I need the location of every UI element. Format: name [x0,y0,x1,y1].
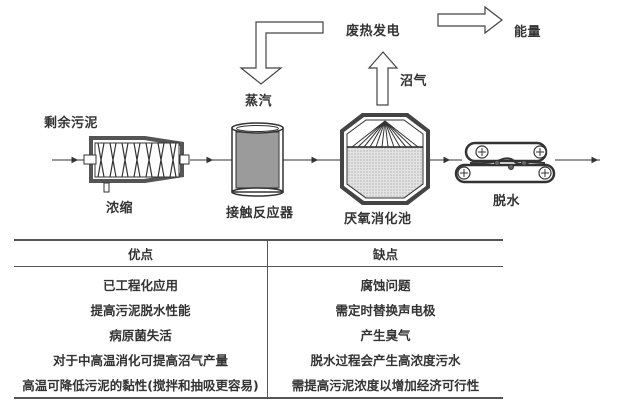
pro-cell: 病原菌失活 [14,322,268,347]
thickener-icon [83,136,190,193]
flow-arrow-icon [311,156,319,164]
waste-heat-label: 废热发电 [346,24,401,39]
pro-cell: 对于中高温消化可提高沼气产量 [14,347,268,372]
pro-cell: 高温可降低污泥的黏性(搅拌和抽吸更容易) [14,372,268,398]
energy-label: 能量 [514,25,542,40]
flow-arrow-icon [71,156,79,164]
stage-label-thickening: 浓缩 [106,201,134,216]
con-cell: 腐蚀问题 [360,278,411,293]
pro-cell: 提高污泥脱水性能 [14,297,268,322]
biogas-label: 沼气 [400,74,428,89]
table-row: 对于中高温消化可提高沼气产量 脱水过程会产生高浓度污水 [14,347,503,372]
stage-label-anaerobic-digester: 厌氧消化池 [344,212,412,227]
anaerobic-digester-icon [340,113,430,205]
table-row: 已工程化应用 腐蚀问题 [14,266,503,297]
con-cell: 脱水过程会产生高浓度污水 [310,353,461,368]
steam-label: 蒸汽 [245,94,273,109]
header-pros: 优点 [14,240,268,267]
pro-cell: 已工程化应用 [14,266,268,297]
contact-reactor-icon [231,122,284,197]
table-row: 病原菌失活 产生臭气 [14,322,503,347]
pros-cons-table: 优点 缺点 已工程化应用 腐蚀问题 提高污泥脱水性能 需定时替换声电极 病原菌失… [14,239,503,399]
process-flow-svg [52,5,600,205]
table-header-row: 优点 缺点 [14,240,503,267]
steam-arrow-icon [239,21,324,85]
flow-arrow-icon [443,156,451,164]
process-diagram: 剩余污泥 浓缩 接触反应器 厌氧消化池 脱水 蒸汽 废热发电 能量 沼气 [44,5,600,227]
energy-arrow-icon [437,5,503,35]
biogas-arrow-icon [367,51,399,106]
stage-label-dewatering: 脱水 [493,194,521,209]
con-cell: 需定时替换声电极 [335,303,436,318]
table-row: 高温可降低污泥的黏性(搅拌和抽吸更容易) 需提高污泥浓度以增加经济可行性 [14,372,503,398]
flow-line [52,156,600,164]
table-row: 提高污泥脱水性能 需定时替换声电极 [14,297,503,322]
flow-arrow-icon [206,156,214,164]
input-label: 剩余污泥 [44,116,99,131]
stage-label-contact-reactor: 接触反应器 [226,206,294,221]
belt-press-icon [454,141,556,184]
flow-arrow-icon [591,156,599,164]
header-cons: 缺点 [267,240,503,267]
con-cell: 产生臭气 [360,328,411,343]
con-cell: 需提高污泥浓度以增加经济可行性 [291,378,480,393]
